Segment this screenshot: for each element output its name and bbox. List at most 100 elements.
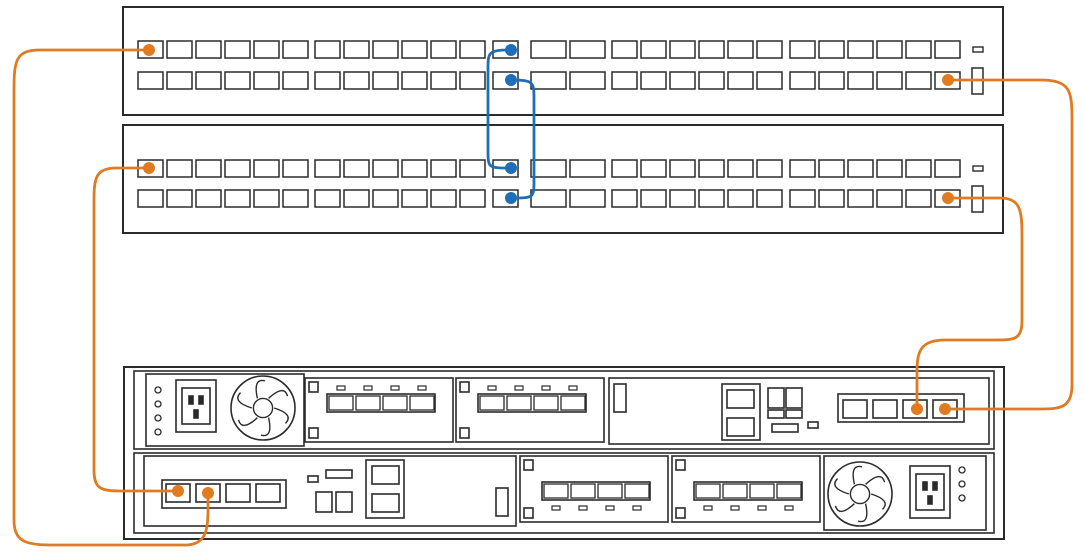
- switch-port: [343, 40, 370, 59]
- enclosure-outline: [123, 366, 1005, 540]
- storage-enclosure: [123, 366, 1005, 540]
- mgmt-port-block: [721, 383, 761, 441]
- rj45-data-port: [872, 399, 898, 419]
- usb-port: [495, 487, 509, 517]
- power-inlet-frame: [175, 379, 217, 433]
- sfp-port: [722, 483, 748, 499]
- screw-icon: [154, 400, 162, 408]
- switch-port: [611, 71, 638, 90]
- switch-port: [314, 159, 341, 178]
- port-led: [578, 505, 588, 511]
- sas-port: [315, 491, 333, 513]
- fan-blade: [870, 493, 886, 510]
- cable-bottom-switch-to-lower-controller: [92, 162, 184, 497]
- controller-frame: [143, 455, 517, 527]
- fan-blade: [237, 392, 253, 409]
- card-frame: [304, 377, 454, 443]
- power-pin: [927, 495, 933, 505]
- sfp-cage: [326, 393, 436, 413]
- fan-blade: [865, 475, 886, 485]
- card-latch: [308, 427, 319, 439]
- switch-port: [166, 71, 193, 90]
- switch-port: [876, 71, 903, 90]
- switch-port: [905, 40, 932, 59]
- switch-port: [640, 159, 667, 178]
- switch-port: [430, 40, 457, 59]
- hba-card-upper-2: [455, 377, 605, 443]
- switch-port: [253, 71, 280, 90]
- switch-port: [569, 71, 606, 90]
- switch-port: [195, 189, 222, 208]
- card-frame: [455, 377, 605, 443]
- cable-connector: [505, 44, 517, 56]
- power-pin: [198, 395, 204, 405]
- cable-connector: [202, 487, 214, 499]
- switch-port: [224, 159, 251, 178]
- card-latch: [675, 507, 686, 519]
- fan-blade: [857, 503, 868, 523]
- switch-port: [756, 159, 783, 178]
- screw-icon: [154, 414, 162, 422]
- cable-path: [943, 78, 1074, 411]
- power-pin: [193, 409, 199, 419]
- cable-connector: [911, 403, 923, 415]
- switch-port: [459, 71, 486, 90]
- sas-port: [335, 491, 353, 513]
- cable-path: [92, 166, 180, 493]
- sfp-cage: [541, 481, 651, 501]
- controller-frame: [608, 377, 990, 445]
- fan-blade: [273, 407, 289, 424]
- cable-connector: [505, 74, 517, 86]
- switch-port: [669, 71, 696, 90]
- switch-port: [669, 189, 696, 208]
- fan-blade: [255, 379, 266, 399]
- port-led: [632, 505, 642, 511]
- switch-port: [698, 159, 725, 178]
- switch-port: [669, 159, 696, 178]
- screw-icon: [154, 428, 162, 436]
- hba-card-upper-1: [304, 377, 454, 443]
- switch-port: [224, 189, 251, 208]
- switch-port: [905, 189, 932, 208]
- cable-bottom-switch-to-upper-controller: [911, 192, 1024, 415]
- switch-port: [343, 159, 370, 178]
- switch-port: [195, 71, 222, 90]
- sfp-port: [533, 395, 559, 411]
- fan-ring: [827, 461, 893, 527]
- cable-path: [486, 48, 513, 170]
- fan-hub: [849, 483, 871, 505]
- switch-port: [314, 189, 341, 208]
- switch-port: [195, 40, 222, 59]
- rj45-mgmt-port: [726, 417, 755, 437]
- switch-port: [459, 40, 486, 59]
- sfp-port: [506, 395, 532, 411]
- switch-port: [492, 40, 519, 59]
- cable-path: [915, 196, 1024, 411]
- switch-port: [727, 40, 754, 59]
- sas-port: [767, 409, 785, 419]
- switch-port: [818, 189, 845, 208]
- switch-port: [789, 71, 816, 90]
- cable-connector: [172, 485, 184, 497]
- switch-port: [847, 159, 874, 178]
- rj45-port-block: [161, 479, 287, 509]
- switch-port: [876, 189, 903, 208]
- card-latch: [459, 381, 470, 393]
- switch-port: [698, 189, 725, 208]
- switch-port: [343, 71, 370, 90]
- cable-connector: [505, 162, 517, 174]
- psu-frame: [823, 455, 987, 531]
- switch-port: [195, 159, 222, 178]
- port-led: [784, 505, 794, 511]
- screw-icon: [958, 466, 966, 474]
- switch-port: [372, 189, 399, 208]
- switch-port: [756, 40, 783, 59]
- switch-port: [282, 159, 309, 178]
- switch-port: [640, 189, 667, 208]
- sfp-port: [382, 395, 408, 411]
- card-latch: [675, 459, 686, 471]
- rj45-data-port: [842, 399, 868, 419]
- fan-ring: [230, 375, 296, 441]
- switch-port: [137, 71, 164, 90]
- port-led: [514, 385, 524, 391]
